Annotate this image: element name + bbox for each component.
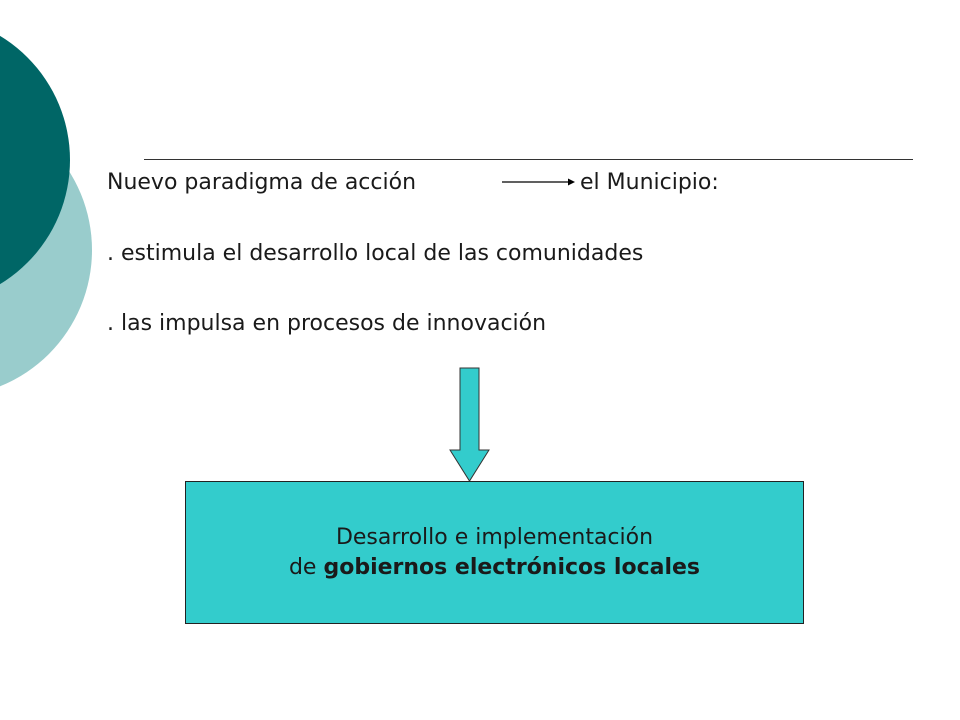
bullet-item-2: . las impulsa en procesos de innovación (107, 311, 547, 336)
dark-teal-circle (0, 35, 70, 285)
header-rule (144, 159, 913, 160)
result-line-2-bold: gobiernos electrónicos locales (323, 554, 701, 580)
intro-target-text: el Municipio: (580, 170, 719, 195)
result-box: Desarrollo e implementación de gobiernos… (185, 481, 804, 624)
decorative-circles (0, 35, 92, 387)
result-line-1: Desarrollo e implementación (335, 524, 654, 550)
bullet-item-1: . estimula el desarrollo local de las co… (107, 241, 644, 266)
result-line-2-prefix: de (288, 554, 324, 580)
result-line-2: de gobiernos electrónicos locales (289, 553, 700, 583)
right-arrow-icon (502, 178, 575, 186)
down-arrow-icon (449, 367, 490, 482)
intro-text: Nuevo paradigma de acción (107, 170, 417, 195)
